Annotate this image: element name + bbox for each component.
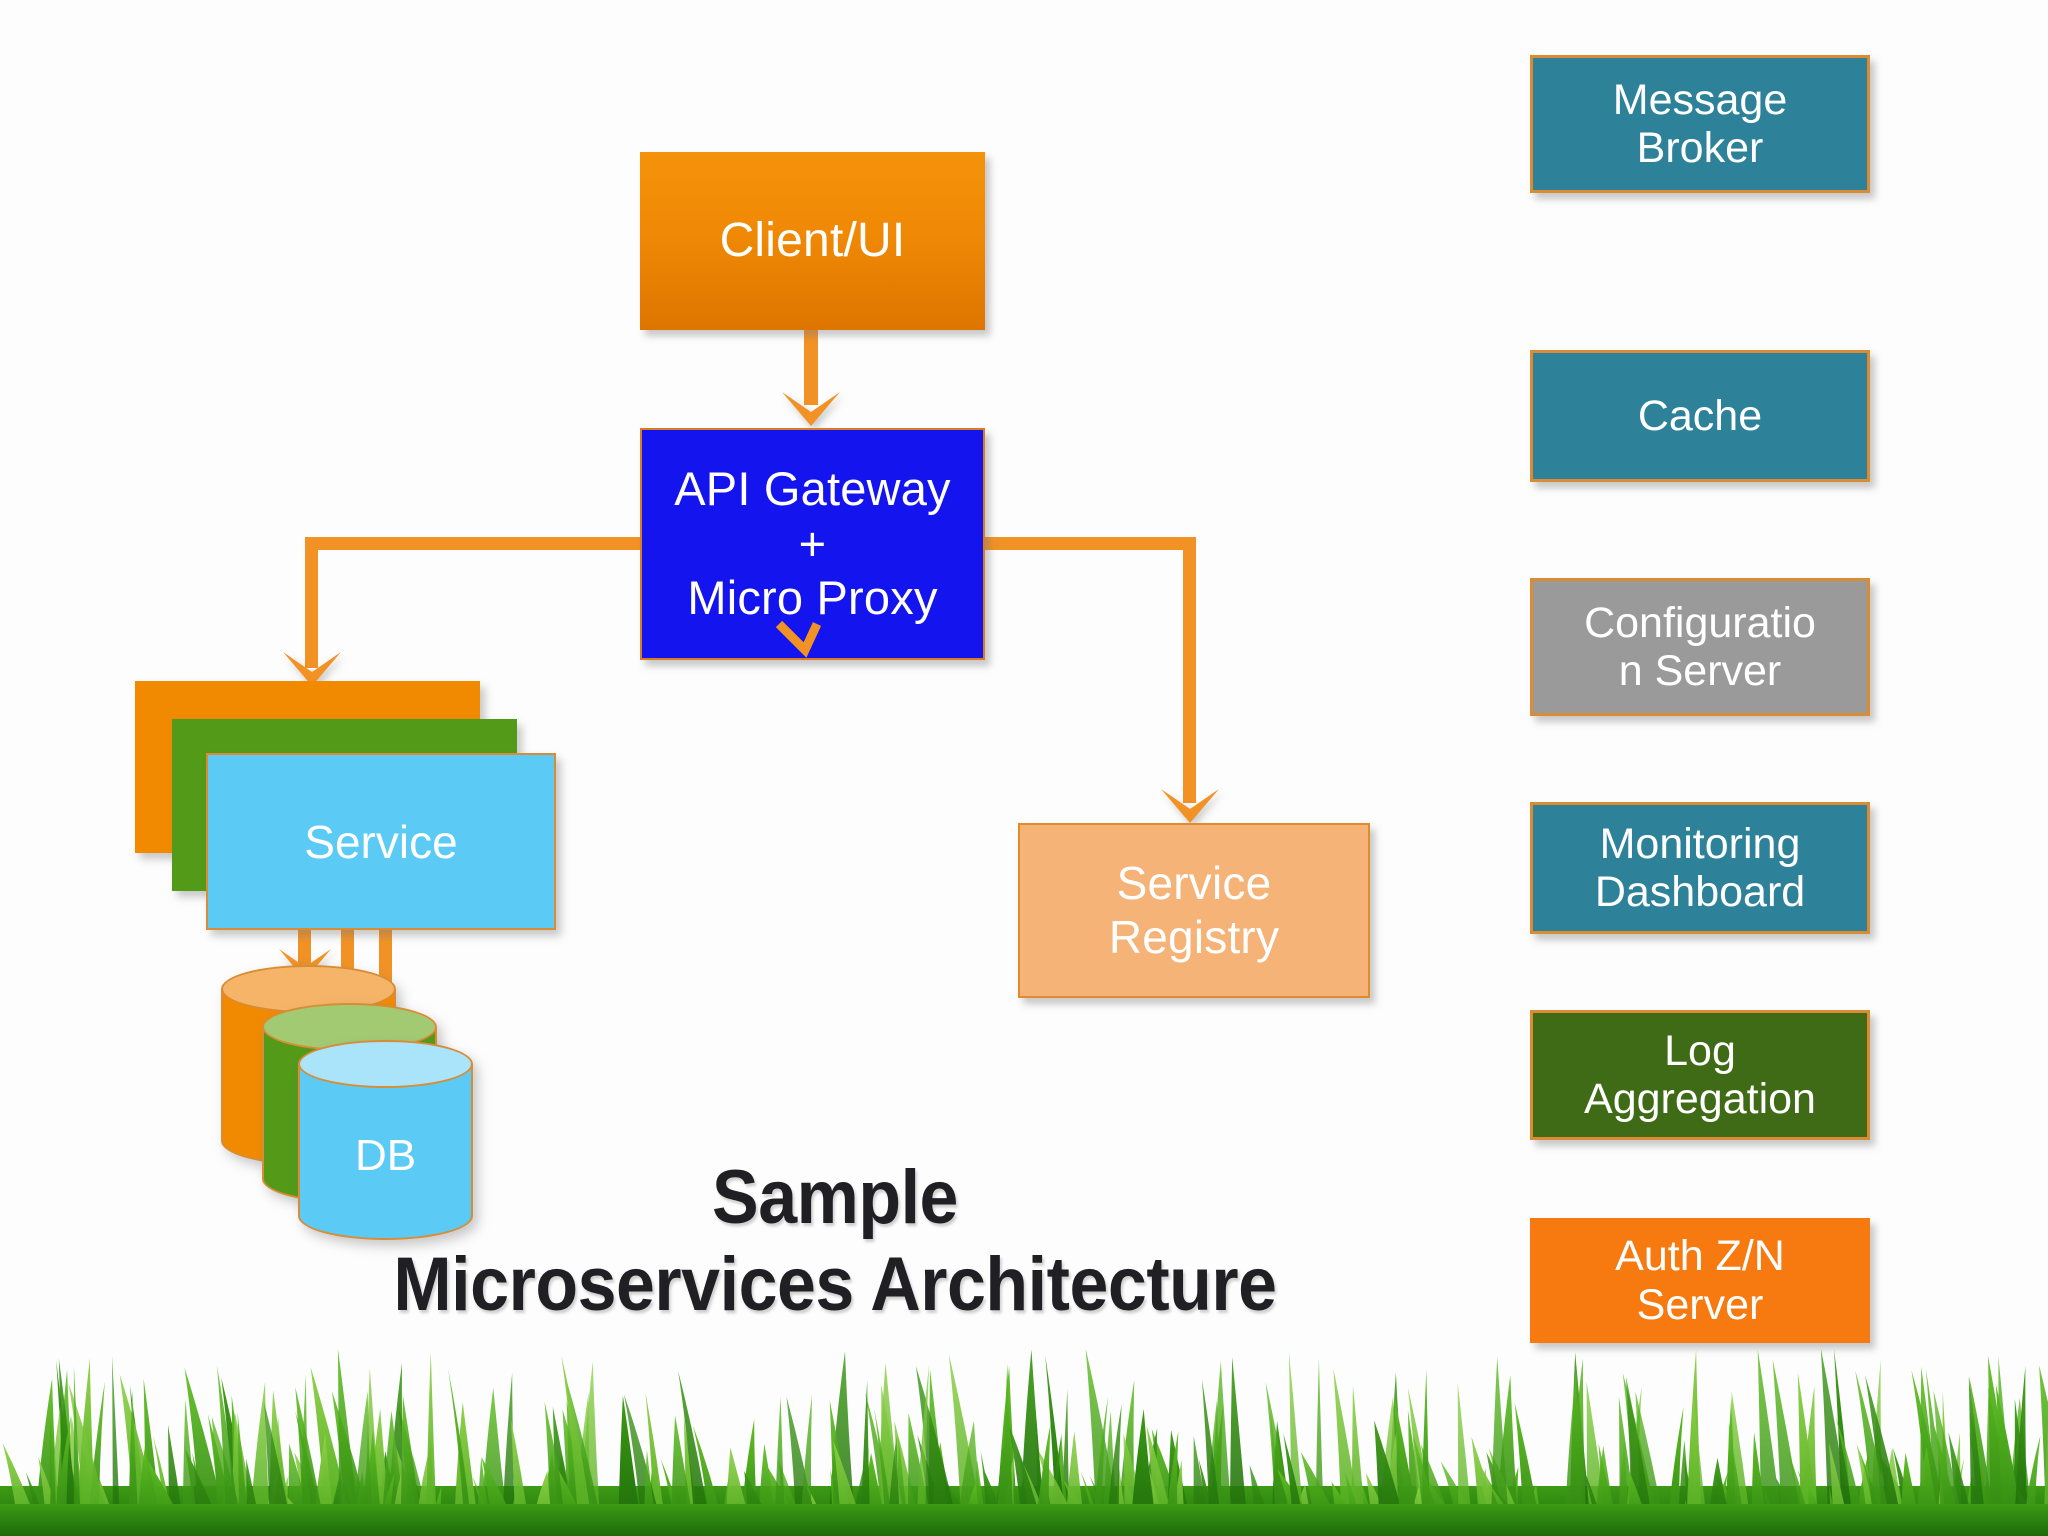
service-label: Service (304, 815, 458, 868)
side-node-5[interactable]: Auth Z/N Server (1530, 1218, 1870, 1343)
service-box[interactable]: Service (206, 753, 556, 930)
cylinder-top (298, 1040, 473, 1088)
side-node-3[interactable]: Monitoring Dashboard (1530, 802, 1870, 934)
arrowhead-down-icon (283, 652, 341, 686)
side-node-2[interactable]: Configuratio n Server (1530, 578, 1870, 716)
page-title: Sample Microservices Architecture (393, 1155, 1277, 1327)
side-node-0[interactable]: Message Broker (1530, 55, 1870, 193)
grass-border-icon (0, 1348, 2048, 1536)
client-ui-box[interactable]: Client/UI (640, 152, 985, 330)
side-node-4[interactable]: Log Aggregation (1530, 1010, 1870, 1140)
gateway-chevron-artifact-icon (775, 620, 822, 658)
api-gateway-box[interactable]: API Gateway + Micro Proxy (640, 428, 985, 660)
side-node-label: Monitoring Dashboard (1594, 819, 1806, 916)
client-ui-label: Client/UI (719, 214, 906, 268)
arrowhead-down-icon (782, 392, 840, 426)
db-cylinder[interactable]: DB (298, 1040, 473, 1240)
arrowhead-down-icon (1161, 789, 1219, 823)
db-label: DB (354, 1131, 417, 1180)
side-node-label: Cache (1637, 391, 1763, 440)
api-gateway-label: API Gateway + Micro Proxy (674, 462, 951, 625)
service-registry-box[interactable]: Service Registry (1018, 823, 1370, 998)
connector-segment (1183, 537, 1196, 803)
connector-segment (804, 325, 818, 405)
connector-segment (981, 537, 1196, 550)
side-node-label: Auth Z/N Server (1615, 1232, 1785, 1329)
side-node-label: Message Broker (1612, 75, 1788, 172)
connector-segment (305, 537, 651, 550)
cylinder-body (298, 1064, 473, 1216)
side-node-1[interactable]: Cache (1530, 350, 1870, 482)
service-registry-label: Service Registry (1108, 857, 1280, 963)
connector-segment (305, 537, 318, 668)
side-node-label: Configuratio n Server (1584, 598, 1816, 695)
side-node-label: Log Aggregation (1584, 1026, 1816, 1123)
